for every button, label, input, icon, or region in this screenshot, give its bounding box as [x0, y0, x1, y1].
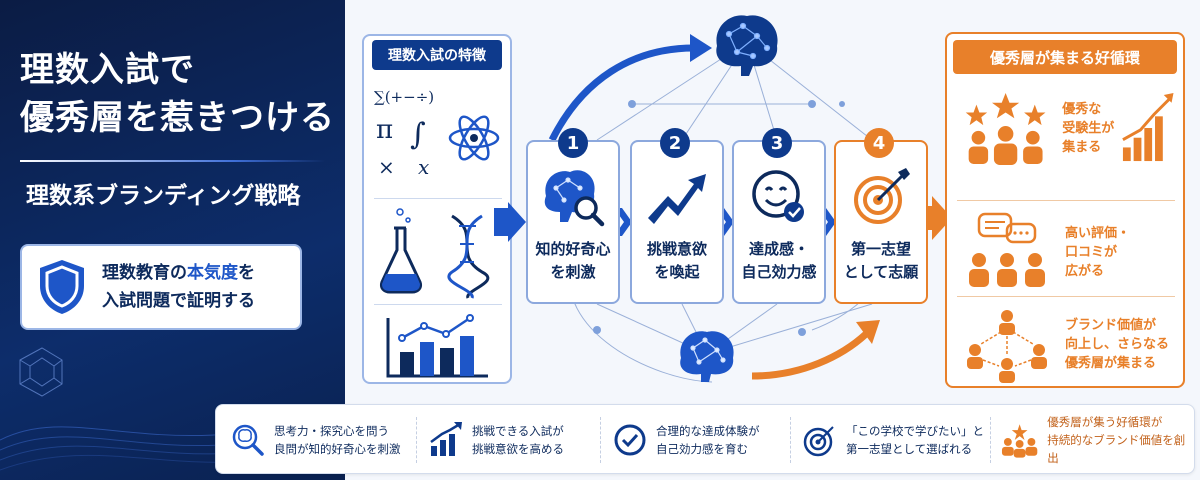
- hero-panel: 理数入試で 優秀層を惹きつける 理数系ブランディング戦略 理数教育の本気度を 入…: [0, 0, 345, 480]
- step-1-number: 1: [558, 128, 588, 158]
- cycle-item: 優秀な受験生が集まる: [957, 86, 1175, 170]
- proof-post: を: [238, 263, 255, 283]
- check-circle-icon: [614, 424, 646, 456]
- integral-symbol: ∫: [410, 117, 426, 152]
- smile-check-icon: [752, 170, 804, 222]
- cycle-item-text: 優秀な受験生が集まる: [1062, 101, 1115, 155]
- title-divider: [20, 160, 325, 162]
- shield-icon: [40, 260, 84, 314]
- brain-magnifier-icon: [544, 170, 605, 227]
- summary-item: 「この学校で学びたい」と第一志望として選ばれる: [802, 405, 984, 475]
- summary-divider: [790, 417, 791, 463]
- rising-bars-icon: [430, 422, 462, 456]
- growth-chart-icon: [1121, 93, 1174, 162]
- cycle-divider: [957, 296, 1175, 297]
- features-header: 理数入試の特徴: [372, 40, 502, 70]
- pi-symbol: π: [376, 115, 393, 145]
- step-4-label: 第一志望として志願: [843, 240, 919, 281]
- flask-dna-icon: [380, 208, 490, 299]
- brain-magnifier-icon: [232, 424, 264, 456]
- summary-item: 思考力・探究心を問う良問が知的好奇心を刺激: [230, 405, 401, 475]
- features-divider: [374, 304, 502, 305]
- title-line-1: 理数入試で: [20, 50, 195, 90]
- cycle-divider: [957, 200, 1175, 201]
- brain-network-icon: [680, 331, 734, 382]
- summary-item: 合理的な達成体験が自己効力感を育む: [612, 405, 760, 475]
- cycle-item: ブランド価値が向上し、さらなる優秀層が集まる: [957, 304, 1175, 384]
- cycle-item-text: 高い評価・口コミが広がる: [1065, 225, 1131, 279]
- math-symbols-icon: ∑(+−÷) π ∫ × x: [374, 88, 500, 179]
- proof-text: 理数教育の本気度を 入試問題で証明する: [102, 259, 255, 315]
- star-people-icon: [1001, 424, 1038, 458]
- chevron-right-icon: [818, 208, 836, 236]
- page-subtitle: 理数系ブランディング戦略: [26, 183, 301, 209]
- summary-divider: [990, 417, 991, 463]
- step-2-card: 挑戦意欲を喚起: [630, 140, 724, 304]
- cycle-item: 高い評価・口コミが広がる: [957, 210, 1175, 294]
- summary-text: 挑戦できる入試が挑戦意欲を高める: [472, 424, 564, 456]
- summary-item: 優秀層が集う好循環が持続的なブランド価値を創出: [1000, 405, 1194, 475]
- step-3-label: 達成感・自己効力感: [741, 240, 817, 281]
- summary-bar: 思考力・探究心を問う良問が知的好奇心を刺激 挑戦できる入試が挑戦意欲を高める 合…: [215, 404, 1195, 474]
- step-4-number: 4: [864, 128, 894, 158]
- summary-text: 「この学校で学びたい」と第一志望として選ばれる: [846, 424, 984, 456]
- star-people-icon: [965, 93, 1046, 165]
- step-2-label: 挑戦意欲を喚起: [646, 240, 707, 281]
- summary-item: 挑戦できる入試が挑戦意欲を高める: [428, 405, 564, 475]
- people-network-icon: [967, 310, 1047, 383]
- brain-network-icon: [716, 15, 778, 76]
- flask-icon: [380, 208, 422, 294]
- title-line-2: 優秀層を惹きつける: [20, 98, 335, 138]
- sum-symbols: ∑(+−÷): [374, 88, 434, 106]
- trend-arrow-icon: [648, 174, 706, 224]
- summary-text: 優秀層が集う好循環が持続的なブランド価値を創出: [1047, 415, 1186, 465]
- step-1-label: 知的好奇心を刺激: [535, 240, 611, 281]
- process-network: [548, 15, 900, 383]
- atom-icon: [448, 115, 500, 161]
- cycle-item-text: ブランド価値が向上し、さらなる優秀層が集まる: [1065, 317, 1170, 371]
- target-icon: [803, 426, 834, 457]
- times-symbol: ×: [378, 155, 395, 179]
- step-4-card: 第一志望として志願: [834, 140, 928, 304]
- step-3-card: 達成感・自己効力感: [732, 140, 826, 304]
- cycle-header: 優秀層が集まる好循環: [953, 40, 1177, 74]
- proof-line-2: 入試問題で証明する: [102, 291, 255, 311]
- virtuous-cycle-panel: 優秀層が集まる好循環 優秀な受験生が集まる: [945, 32, 1185, 388]
- summary-text: 思考力・探究心を問う良問が知的好奇心を刺激: [274, 424, 401, 456]
- chat-people-icon: [969, 212, 1045, 287]
- step-1-card: 知的好奇心を刺激: [526, 140, 620, 304]
- features-divider: [374, 198, 502, 199]
- summary-text: 合理的な達成体験が自己効力感を育む: [656, 424, 760, 456]
- summary-divider: [600, 417, 601, 463]
- chevron-right-icon: [716, 208, 734, 236]
- target-icon: [854, 168, 910, 224]
- proof-highlight: 本気度: [187, 263, 238, 283]
- dna-icon: [447, 214, 490, 299]
- proof-pre: 理数教育の: [102, 263, 187, 283]
- step-3-number: 3: [762, 128, 792, 158]
- chevron-right-icon: [494, 202, 526, 242]
- bar-chart-icon: [386, 314, 488, 378]
- summary-divider: [416, 417, 417, 463]
- proof-card: 理数教育の本気度を 入試問題で証明する: [20, 244, 302, 330]
- wave-decoration: [0, 347, 345, 471]
- chevron-right-icon: [614, 208, 632, 236]
- step-2-number: 2: [660, 128, 690, 158]
- features-panel: 理数入試の特徴 ∑(+−÷) π ∫ × x: [362, 34, 512, 384]
- x-symbol: x: [418, 155, 429, 179]
- page-title: 理数入試で 優秀層を惹きつける: [20, 46, 335, 142]
